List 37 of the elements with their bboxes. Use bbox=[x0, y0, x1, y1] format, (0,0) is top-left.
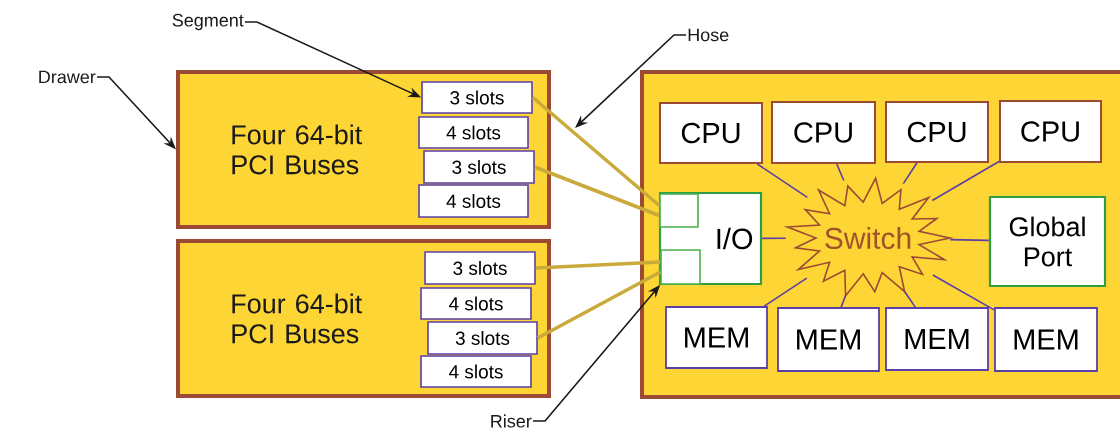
slot-box: 4 slots bbox=[418, 116, 529, 149]
slot-box: 4 slots bbox=[418, 184, 529, 218]
cpu-box: CPU bbox=[771, 101, 876, 164]
connector-line bbox=[756, 163, 809, 199]
memory-box: MEM bbox=[885, 307, 989, 371]
cpu-box: CPU bbox=[999, 100, 1102, 163]
hose-line bbox=[536, 270, 662, 340]
hose-line bbox=[535, 260, 661, 270]
riser-box bbox=[660, 249, 701, 285]
connector-line bbox=[902, 162, 918, 185]
leader-line bbox=[575, 34, 687, 128]
connector-line bbox=[840, 295, 847, 308]
slot-box: 3 slots bbox=[427, 321, 538, 355]
slot-box: 4 slots bbox=[420, 287, 532, 320]
callout-label: Segment bbox=[172, 13, 244, 31]
port-box: Global Port bbox=[988, 195, 1107, 288]
slot-box: 3 slots bbox=[424, 251, 536, 285]
slot-box: 3 slots bbox=[421, 81, 533, 114]
callout-label: Drawer bbox=[39, 70, 96, 84]
callout-label: Riser bbox=[491, 414, 532, 428]
connector-line bbox=[931, 160, 1000, 202]
connector-line bbox=[836, 163, 845, 182]
callout-label: Hose bbox=[688, 28, 729, 42]
memory-box: MEM bbox=[665, 306, 768, 369]
riser-box bbox=[659, 193, 699, 228]
hose-line bbox=[534, 165, 660, 218]
connector-line bbox=[904, 291, 917, 308]
memory-box: MEM bbox=[777, 307, 880, 372]
connector-line bbox=[949, 238, 990, 242]
slot-box: 4 slots bbox=[420, 355, 532, 388]
memory-box: MEM bbox=[994, 307, 1098, 372]
cpu-box: CPU bbox=[659, 102, 763, 164]
connector-line bbox=[763, 277, 808, 307]
connector-line bbox=[761, 237, 787, 240]
cpu-box: CPU bbox=[885, 101, 989, 163]
connector-line bbox=[932, 274, 995, 311]
slot-box: 3 slots bbox=[423, 150, 535, 184]
